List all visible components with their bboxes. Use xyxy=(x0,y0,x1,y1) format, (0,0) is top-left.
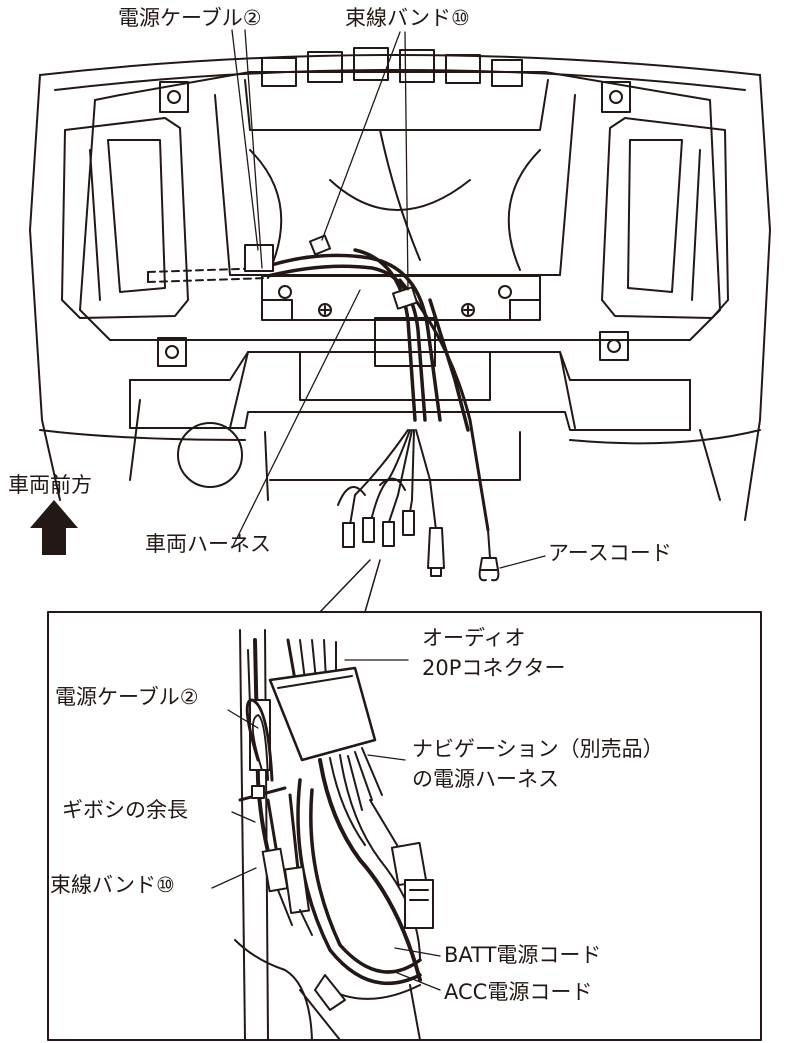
label-vehicle-harness: 車両ハーネス xyxy=(145,532,271,556)
label-navi-harness-2: の電源ハーネス xyxy=(412,767,559,791)
label-audio-connector-2: 20Pコネクター xyxy=(422,656,566,680)
label-navi-harness-1: ナビゲーション（別売品） xyxy=(412,737,664,761)
label-cable-tie: 束線バンド⑩ xyxy=(345,6,470,30)
label-batt-cord: BATT電源コード xyxy=(444,943,602,967)
connector-plugs xyxy=(342,510,445,577)
label-spare-length: ギボシの余長 xyxy=(62,798,188,822)
dashboard-outline xyxy=(29,47,771,521)
cable-bundle xyxy=(266,248,490,532)
zoom-callout xyxy=(319,559,381,613)
harness-connector xyxy=(244,234,418,310)
label-detail-cable-tie: 束線バンド⑩ xyxy=(50,873,175,897)
label-power-cable: 電源ケーブル② xyxy=(118,6,262,30)
label-vehicle-forward: 車両前方 xyxy=(8,473,92,497)
label-audio-connector-1: オーディオ xyxy=(422,626,526,650)
branch-wires xyxy=(337,429,437,531)
detail-artwork xyxy=(234,629,434,1041)
arrow-up-icon xyxy=(30,500,78,555)
detail-box xyxy=(47,611,762,1041)
leader-lines-detail xyxy=(211,659,441,991)
label-detail-power-cable: 電源ケーブル② xyxy=(55,685,199,709)
leader-lines-top xyxy=(231,29,546,569)
label-ground-cord: アースコード xyxy=(548,541,672,565)
label-acc-cord: ACC電源コード xyxy=(444,980,593,1004)
ground-terminal xyxy=(478,529,500,582)
